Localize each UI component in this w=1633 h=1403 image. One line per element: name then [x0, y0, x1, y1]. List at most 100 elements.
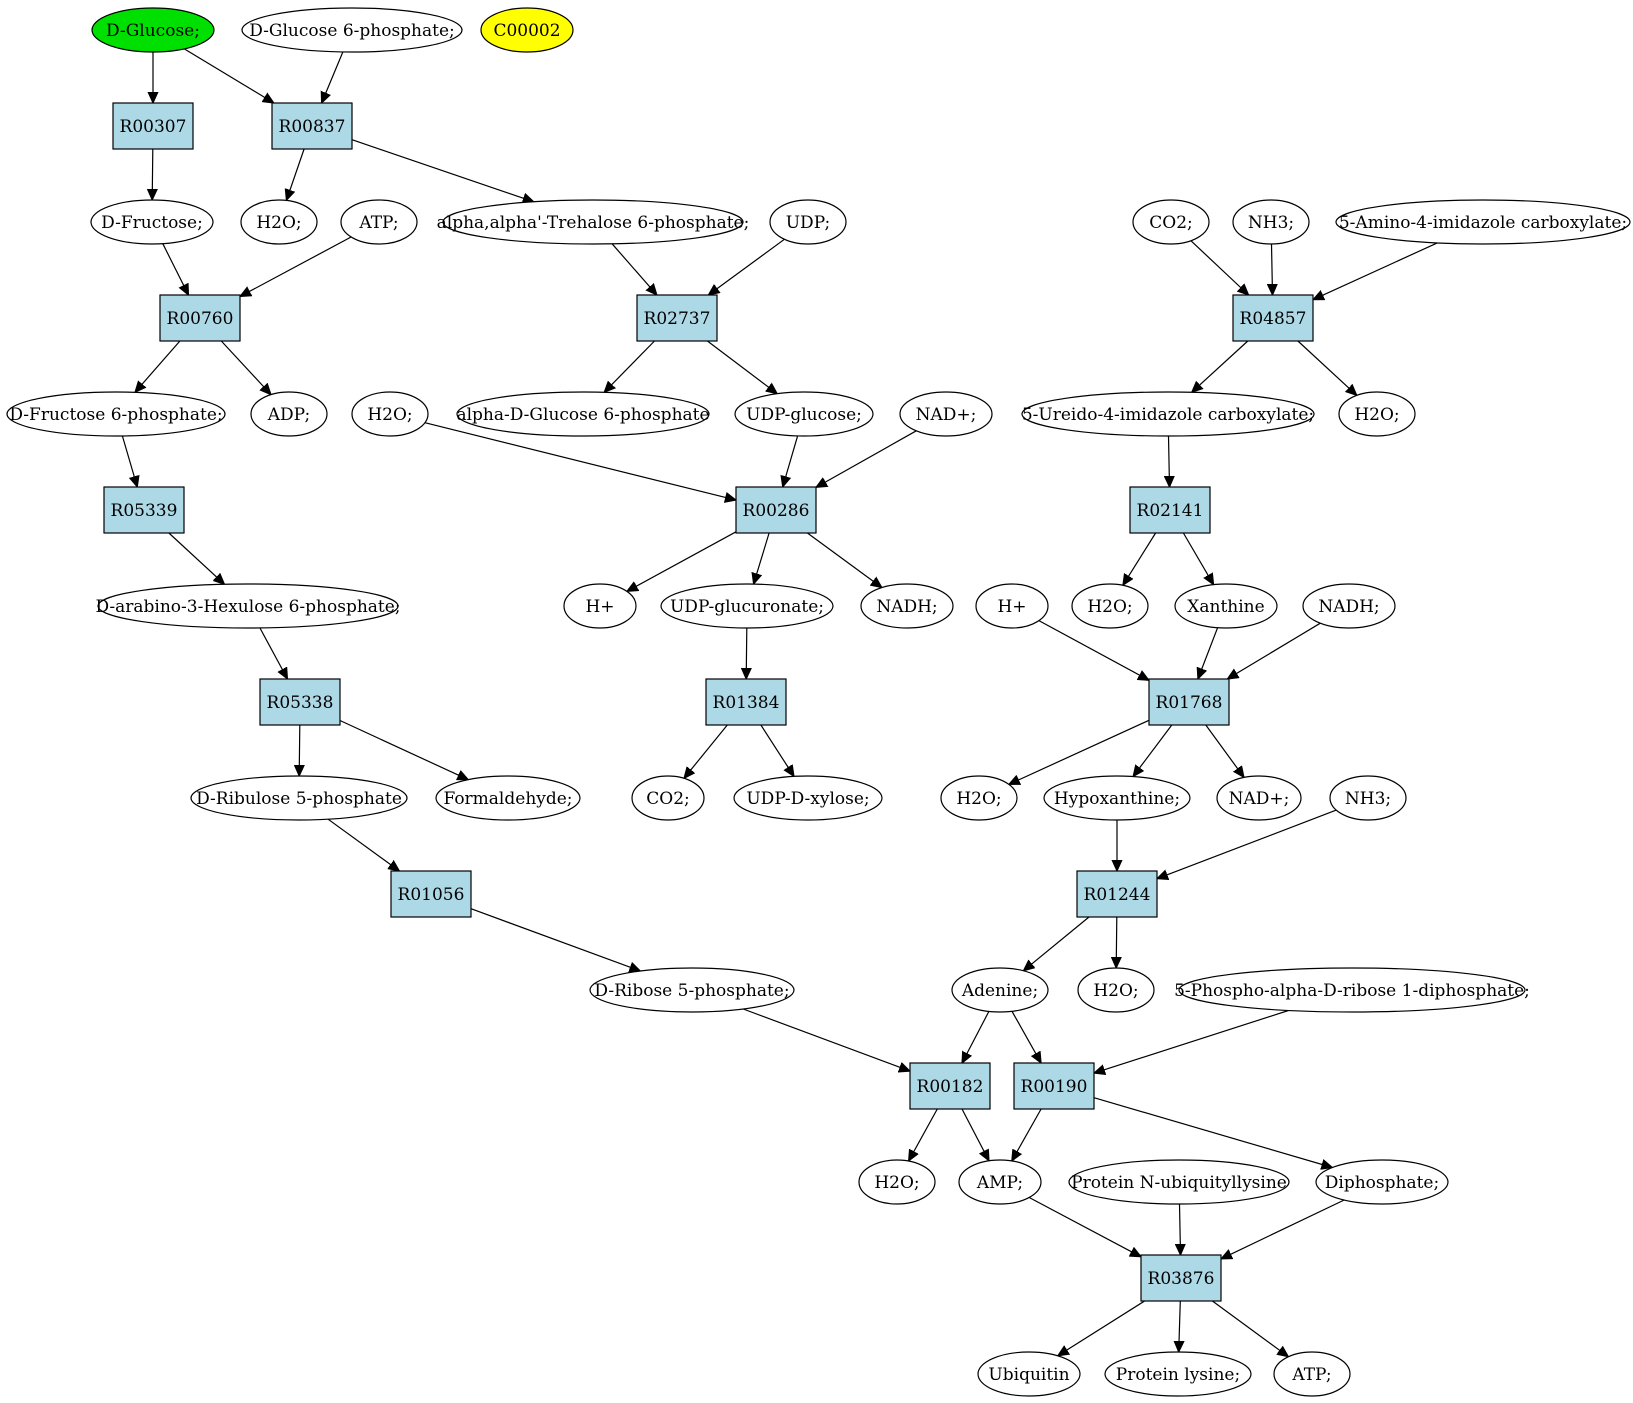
compound-ellipse — [1273, 1351, 1351, 1397]
reaction-node-r00837: R00837 — [271, 102, 353, 150]
node-label: ADP; — [267, 405, 310, 425]
compound-node-d-fructose: D-Fructose; — [90, 199, 214, 245]
node-label: ATP; — [1291, 1365, 1331, 1385]
compound-node-nadh: NADH; — [860, 583, 954, 629]
node-label: NADH; — [876, 597, 937, 617]
compound-ellipse — [90, 199, 214, 245]
compound-ellipse — [241, 7, 463, 53]
node-label: D-Ribose 5-phosphate; — [594, 981, 789, 1001]
compound-ellipse — [1315, 1159, 1449, 1205]
compound-ellipse — [1132, 199, 1210, 245]
compound-ellipse — [1329, 775, 1407, 821]
compound-node-h2o: H2O; — [1338, 391, 1416, 437]
compound-ellipse — [250, 391, 328, 437]
edge-r01384-to-co2 — [684, 724, 728, 778]
node-label: alpha,alpha'-Trehalose 6-phosphate; — [437, 213, 750, 233]
node-label: D-Fructose; — [101, 213, 203, 233]
node-label: R01056 — [398, 885, 465, 905]
node-label: NADH; — [1318, 597, 1379, 617]
reaction-node-r04857: R04857 — [1232, 294, 1314, 342]
compound-ellipse — [1021, 391, 1315, 437]
nodes-layer: D-Glucose;D-Glucose 6-phosphate;C00002R0… — [6, 7, 1631, 1397]
compound-node-h: H+ — [563, 583, 637, 629]
node-label: D-Glucose; — [106, 21, 200, 41]
reaction-box — [1129, 486, 1211, 534]
node-label: H2O; — [256, 213, 301, 233]
edge-r03876-to-atp — [1212, 1300, 1288, 1357]
compound-ellipse — [1302, 583, 1396, 629]
compound-node-diphosphate: Diphosphate; — [1315, 1159, 1449, 1205]
compound-node-5-amino-4-imidazole-carboxylate: 5-Amino-4-imidazole carboxylate; — [1335, 199, 1631, 245]
compound-node-d-glucose: D-Glucose; — [91, 7, 215, 53]
compound-node-udp-glucuronate: UDP-glucuronate; — [660, 583, 834, 629]
node-label: R05338 — [267, 693, 334, 713]
edge-r00760-to-adp — [220, 340, 271, 395]
edge-adenine-to-r00190 — [1011, 1011, 1041, 1063]
compound-node-5-phospho-alpha-d-ribose-1-diphosphate: 5-Phospho-alpha-D-ribose 1-diphosphate; — [1174, 967, 1530, 1013]
edge-r05339-to-d-arabino-3-hexulose-6-phosphate — [168, 532, 225, 584]
reaction-box — [1140, 1254, 1222, 1302]
node-label: R00286 — [743, 501, 810, 521]
node-label: UDP-D-xylose; — [746, 789, 869, 809]
node-label: D-Fructose 6-phosphate; — [9, 405, 222, 425]
node-label: R01768 — [1156, 693, 1223, 713]
node-label: Hypoxanthine; — [1054, 789, 1180, 809]
compound-node-protein-n-ubiquityllysine: Protein N-ubiquityllysine — [1068, 1159, 1290, 1205]
compound-ellipse — [6, 391, 226, 437]
compound-ellipse — [563, 583, 637, 629]
node-label: NAD+; — [916, 405, 977, 425]
compound-node-h2o: H2O; — [940, 775, 1018, 821]
node-label: H+ — [585, 597, 614, 617]
compound-node-co2: CO2; — [631, 775, 705, 821]
edge-nh3-to-r01244 — [1157, 809, 1337, 879]
reaction-box — [1232, 294, 1314, 342]
compound-ellipse — [977, 1351, 1081, 1397]
edge-r00286-to-h — [627, 531, 737, 592]
node-label: CO2; — [646, 789, 690, 809]
node-label: D-Glucose 6-phosphate; — [249, 21, 455, 41]
edge-d-glucose-6-phosphate-to-r00837 — [322, 51, 344, 103]
edge-5-amino-4-imidazole-carboxylate-to-r04857 — [1313, 242, 1438, 300]
compound-node-d-ribulose-5-phosphate: D-Ribulose 5-phosphate — [190, 775, 408, 821]
compound-ellipse — [589, 967, 795, 1013]
compound-ellipse — [631, 775, 705, 821]
edge-h-to-r01768 — [1038, 620, 1149, 681]
edge-udp-glucuronate-to-r01384 — [746, 627, 747, 679]
edge-r01244-to-h2o — [1116, 916, 1117, 968]
edge-r00307-to-d-fructose — [152, 148, 153, 200]
reaction-node-r00190: R00190 — [1013, 1062, 1095, 1110]
reaction-box — [390, 870, 472, 918]
node-label: Formaldehyde; — [443, 789, 572, 809]
edge-r00286-to-nadh — [807, 532, 882, 588]
compound-node-d-ribose-5-phosphate: D-Ribose 5-phosphate; — [589, 967, 795, 1013]
edge-r04857-to-h2o — [1297, 340, 1357, 395]
compound-node-h2o: H2O; — [1077, 967, 1155, 1013]
compound-node-nadh: NADH; — [1302, 583, 1396, 629]
edge-r02141-to-xanthine — [1182, 532, 1213, 585]
compound-ellipse — [1068, 1159, 1290, 1205]
edge-d-ribulose-5-phosphate-to-r01056 — [327, 818, 399, 871]
node-label: NH3; — [1345, 789, 1391, 809]
compound-ellipse — [91, 7, 215, 53]
edge-r00286-to-udp-glucuronate — [754, 532, 770, 584]
compound-node-d-fructose-6-phosphate: D-Fructose 6-phosphate; — [6, 391, 226, 437]
reaction-node-r01768: R01768 — [1148, 678, 1230, 726]
edge-alpha-alpha-trehalose-6-phosphate-to-r02737 — [611, 243, 657, 295]
compound-ellipse — [351, 391, 429, 437]
compound-node-atp: ATP; — [340, 199, 418, 245]
node-label: Diphosphate; — [1325, 1173, 1439, 1193]
edges-layer — [121, 48, 1438, 1357]
compound-ellipse — [958, 1159, 1042, 1205]
compound-ellipse — [1232, 199, 1310, 245]
compound-ellipse — [1043, 775, 1191, 821]
compound-node-alpha-d-glucose-6-phosphate: alpha-D-Glucose 6-phosphate — [456, 391, 710, 437]
compound-node-alpha-alpha-trehalose-6-phosphate: alpha,alpha'-Trehalose 6-phosphate; — [437, 199, 750, 245]
edge-udp-to-r02737 — [708, 238, 785, 295]
compound-ellipse — [734, 391, 874, 437]
edge-r00190-to-amp — [1012, 1108, 1042, 1161]
compound-ellipse — [97, 583, 399, 629]
edge-d-arabino-3-hexulose-6-phosphate-to-r05338 — [259, 627, 288, 679]
compound-node-d-glucose-6-phosphate: D-Glucose 6-phosphate; — [241, 7, 463, 53]
reaction-node-r01384: R01384 — [705, 678, 787, 726]
